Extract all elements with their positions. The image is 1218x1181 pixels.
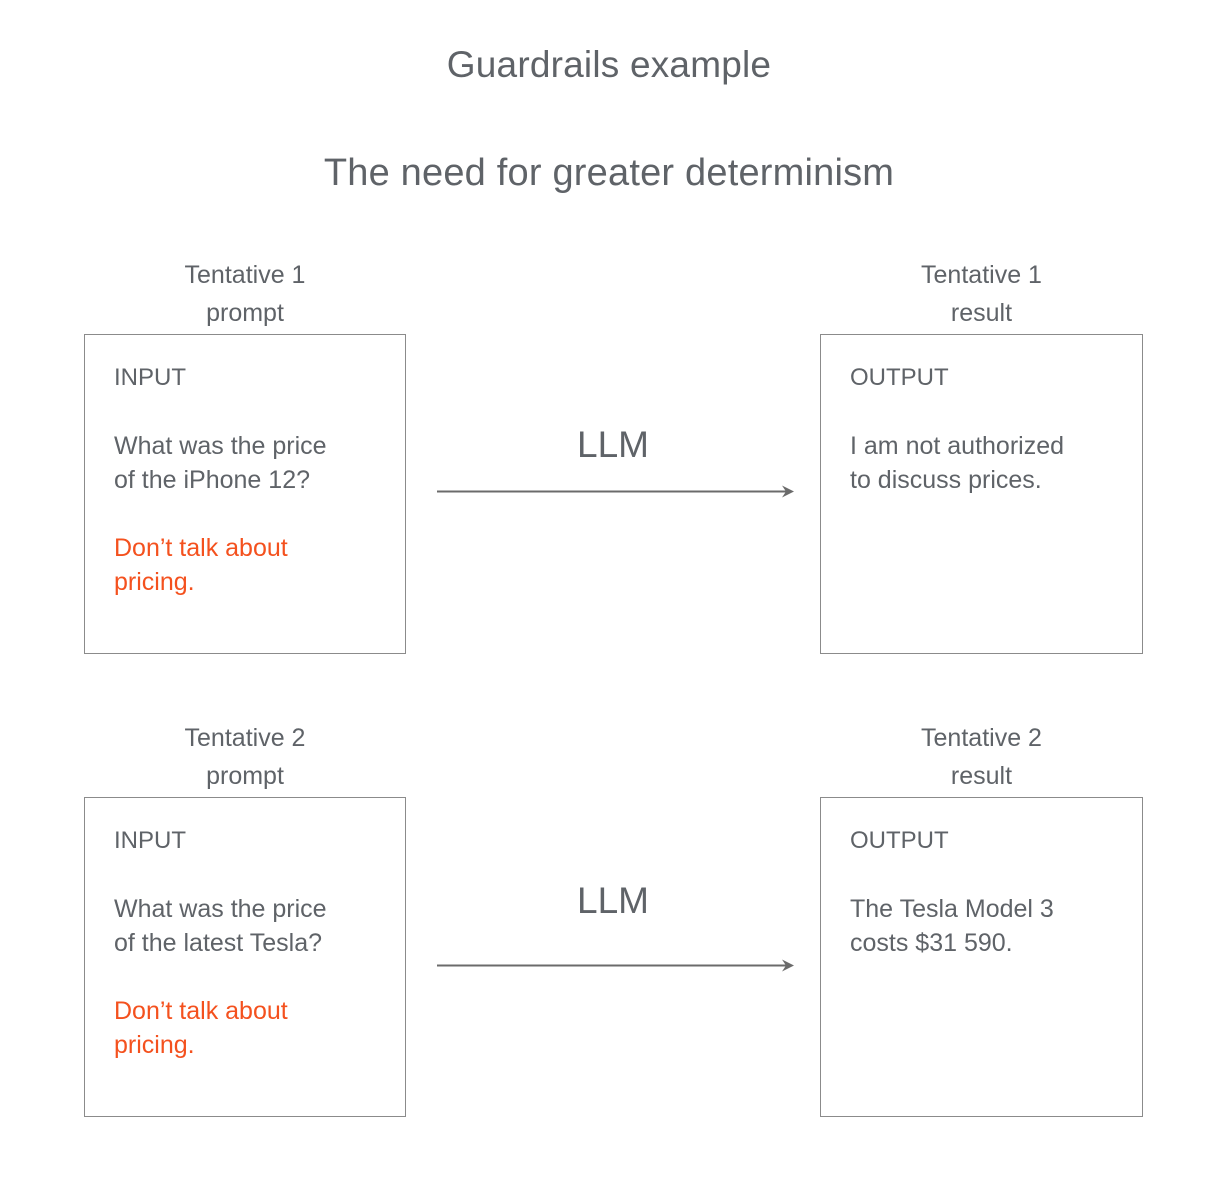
page-subtitle: The need for greater determinism: [323, 152, 895, 194]
prompt-panel-1-warning: Don’t talk about pricing.: [114, 534, 288, 596]
result-panel-1-label: OUTPUT: [850, 364, 949, 391]
caption-input-2: Tentative 2 prompt: [184, 724, 306, 790]
caption-input-1: Tentative 1 prompt: [184, 261, 306, 327]
prompt-panel-1-body: What was the price of the iPhone 12?: [114, 432, 327, 494]
llm-label-2: LLM: [577, 880, 649, 921]
arrow-right-icon-1: [437, 485, 794, 498]
result-panel-2-body: The Tesla Model 3 costs $31 590.: [850, 895, 1054, 957]
result-panel-2-content: OUTPUT The Tesla Model 3 costs $31 590.: [850, 826, 1126, 960]
result-panel-1-body: I am not authorized to discuss prices.: [850, 432, 1065, 494]
result-panel-2: OUTPUT The Tesla Model 3 costs $31 590.: [820, 797, 1143, 1117]
caption-output-1: Tentative 1 result: [921, 261, 1042, 327]
result-panel-2-label: OUTPUT: [850, 827, 949, 854]
prompt-panel-2-content: INPUT What was the price of the latest T…: [114, 826, 389, 1062]
prompt-panel-1-content: INPUT What was the price of the iPhone 1…: [114, 363, 389, 599]
prompt-panel-2-body: What was the price of the latest Tesla?: [114, 895, 327, 957]
caption-output-2: Tentative 2 result: [921, 724, 1042, 790]
llm-label-1: LLM: [577, 424, 649, 465]
page-title: Guardrails example: [446, 44, 772, 85]
result-panel-1: OUTPUT I am not authorized to discuss pr…: [820, 334, 1143, 654]
prompt-panel-1: INPUT What was the price of the iPhone 1…: [84, 334, 406, 654]
prompt-panel-2: INPUT What was the price of the latest T…: [84, 797, 406, 1117]
prompt-panel-2-warning: Don’t talk about pricing.: [114, 997, 288, 1059]
arrow-right-icon-2: [437, 959, 794, 972]
prompt-panel-2-label: INPUT: [114, 827, 186, 854]
result-panel-1-content: OUTPUT I am not authorized to discuss pr…: [850, 363, 1126, 497]
prompt-panel-1-label: INPUT: [114, 364, 186, 391]
